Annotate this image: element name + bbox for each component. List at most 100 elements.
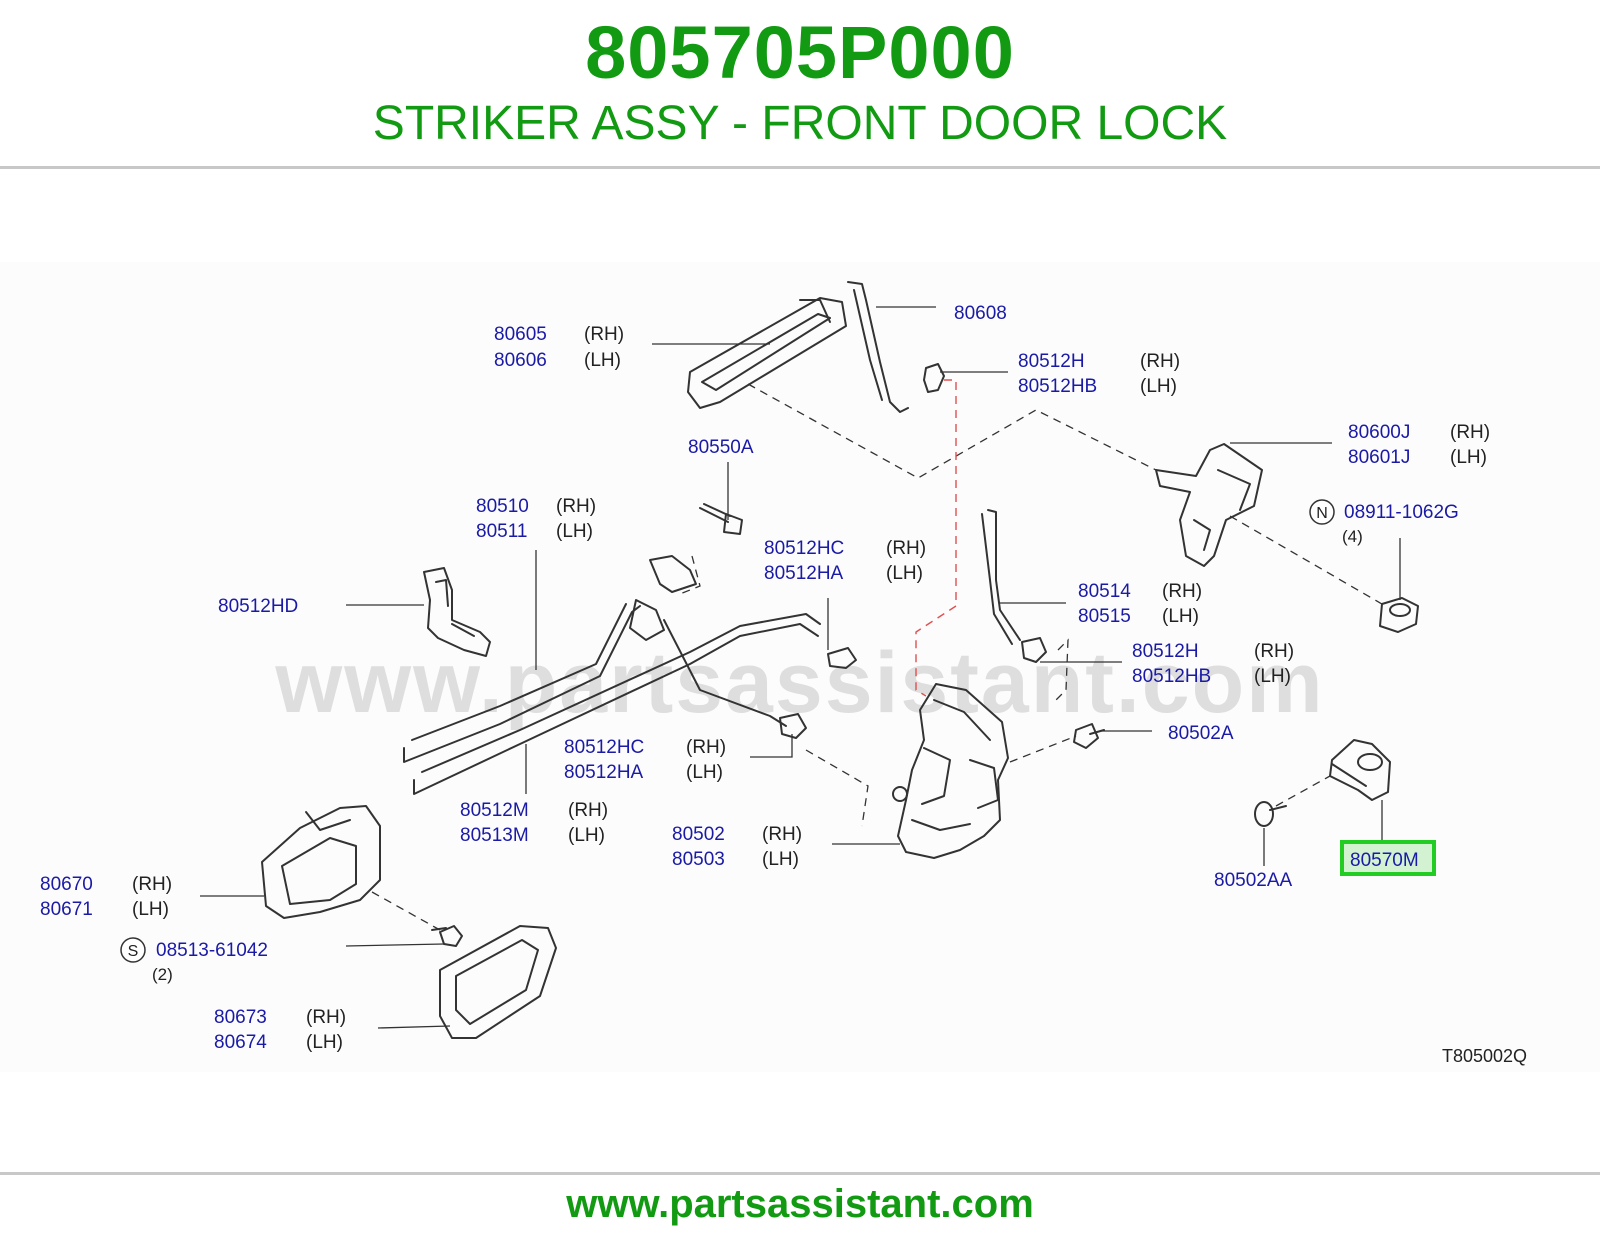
holder-80512HD-drawing <box>423 567 491 657</box>
side-rh-80502: (RH) <box>762 824 802 845</box>
callout-80512M[interactable]: 80512M <box>460 800 529 821</box>
clip-80512HC-top-drawing <box>827 647 857 669</box>
quantity-4: (4) <box>1342 527 1363 546</box>
side-lh-80513M: (LH) <box>568 825 605 846</box>
highlight-box-80570M <box>1340 840 1436 876</box>
nut-08911-drawing <box>1379 597 1419 633</box>
callout-80512HC-low[interactable]: 80512HC <box>564 737 644 758</box>
part-name-subtitle: STRIKER ASSY - FRONT DOOR LOCK <box>372 97 1228 150</box>
footer-divider <box>0 1172 1600 1175</box>
escutcheon-80673-drawing <box>439 925 557 1039</box>
callout-80673[interactable]: 80673 <box>214 1007 267 1028</box>
rod-80608-drawing <box>847 281 909 413</box>
screw-08513-drawing <box>431 925 463 947</box>
bracket-80600J-drawing <box>1155 443 1263 567</box>
clip-mid-drawing <box>1021 637 1047 663</box>
callout-80502[interactable]: 80502 <box>672 824 725 845</box>
callout-80606[interactable]: 80606 <box>494 350 547 371</box>
callout-80512H-top[interactable]: 80512H <box>1018 351 1085 372</box>
callout-80512HB-top[interactable]: 80512HB <box>1018 376 1097 397</box>
callout-80670[interactable]: 80670 <box>40 874 93 895</box>
callout-80502A[interactable]: 80502A <box>1168 723 1234 744</box>
rod-80512M-drawing <box>413 623 819 795</box>
callout-80512HA-top[interactable]: 80512HA <box>764 563 844 584</box>
footer-url[interactable]: www.partsassistant.com <box>566 1182 1034 1226</box>
rod-guide-drawing <box>649 555 697 593</box>
assembly-dashed-lines <box>371 383 1383 931</box>
marker-s-letter: S <box>128 943 139 960</box>
bolt-80550A-drawing <box>699 503 743 535</box>
drawing-code: T805002Q <box>1442 1046 1527 1066</box>
callout-80512HA-low[interactable]: 80512HA <box>564 762 644 783</box>
side-lh-80674: (LH) <box>306 1032 343 1053</box>
callout-80512H-mid[interactable]: 80512H <box>1132 641 1199 662</box>
callout-80512HC-top[interactable]: 80512HC <box>764 538 844 559</box>
side-lh-80512HB-mid: (LH) <box>1254 666 1291 687</box>
rod-80608-inner <box>853 289 883 401</box>
side-rh-80670: (RH) <box>132 874 172 895</box>
callout-80511[interactable]: 80511 <box>476 521 527 542</box>
rod-80510-inner <box>411 603 627 741</box>
rod-80512M-branch <box>663 619 787 727</box>
leader-lines <box>200 306 1401 1029</box>
rod-80514-drawing <box>987 509 1021 641</box>
side-rh-80600J: (RH) <box>1450 422 1490 443</box>
marker-s: S <box>120 937 146 963</box>
side-rh-80512HC-top: (RH) <box>886 538 926 559</box>
outside-handle-drawing <box>687 297 847 409</box>
side-rh-80512H-mid: (RH) <box>1254 641 1294 662</box>
callout-80512HB-mid[interactable]: 80512HB <box>1132 666 1211 687</box>
rod-80514-inner <box>981 513 1013 645</box>
striker-80570M-drawing <box>1329 739 1391 801</box>
callout-80550A[interactable]: 80550A <box>688 437 754 458</box>
side-rh-80512M: (RH) <box>568 800 608 821</box>
callout-80608[interactable]: 80608 <box>954 303 1007 324</box>
part-number-title: 805705P000 <box>585 11 1015 94</box>
callout-80512HD[interactable]: 80512HD <box>218 596 298 617</box>
side-lh-80512HB-top: (LH) <box>1140 376 1177 397</box>
callout-80513M[interactable]: 80513M <box>460 825 529 846</box>
inside-handle-drawing <box>261 805 381 919</box>
side-rh-80512H-top: (RH) <box>1140 351 1180 372</box>
side-lh-80503: (LH) <box>762 849 799 870</box>
callout-80570M[interactable]: 80570M <box>1350 850 1419 871</box>
side-rh-80510: (RH) <box>556 496 596 517</box>
side-lh-80515: (LH) <box>1162 606 1199 627</box>
rod-80510-drawing <box>403 605 641 763</box>
side-lh-80606: (LH) <box>584 350 621 371</box>
side-rh-80512HC-low: (RH) <box>686 737 726 758</box>
marker-n: N <box>1309 499 1335 525</box>
callout-80671[interactable]: 80671 <box>40 899 93 920</box>
header-divider <box>0 166 1600 169</box>
callout-80601J[interactable]: 80601J <box>1348 447 1410 468</box>
callout-80600J[interactable]: 80600J <box>1348 422 1410 443</box>
callout-80510[interactable]: 80510 <box>476 496 529 517</box>
side-lh-80512HA-low: (LH) <box>686 762 723 783</box>
side-lh-80512HA-top: (LH) <box>886 563 923 584</box>
side-rh-80514: (RH) <box>1162 581 1202 602</box>
callout-08911-1062G[interactable]: 08911-1062G <box>1344 502 1459 523</box>
side-lh-80671: (LH) <box>132 899 169 920</box>
diagram-area <box>0 262 1600 1072</box>
marker-n-letter: N <box>1316 505 1328 522</box>
rod-joint-drawing <box>629 599 665 641</box>
side-lh-80601J: (LH) <box>1450 447 1487 468</box>
door-lock-actuator-drawing <box>892 683 1009 859</box>
header: 805705P000 STRIKER ASSY - FRONT DOOR LOC… <box>0 0 1600 170</box>
screw-80502AA-drawing <box>1254 801 1287 827</box>
side-lh-80511: (LH) <box>556 521 593 542</box>
clip-top-drawing <box>923 363 945 393</box>
quantity-2: (2) <box>152 965 173 984</box>
callout-80605[interactable]: 80605 <box>494 324 547 345</box>
rod-80512M-inner <box>421 613 821 773</box>
callout-80502AA[interactable]: 80502AA <box>1214 870 1293 891</box>
callout-80503[interactable]: 80503 <box>672 849 725 870</box>
clip-80512HC-low-drawing <box>779 713 807 739</box>
side-rh-80605: (RH) <box>584 324 624 345</box>
callout-80514[interactable]: 80514 <box>1078 581 1131 602</box>
callout-08513-61042[interactable]: 08513-61042 <box>156 940 268 961</box>
callout-80674[interactable]: 80674 <box>214 1032 267 1053</box>
side-rh-80673: (RH) <box>306 1007 346 1028</box>
callout-80515[interactable]: 80515 <box>1078 606 1131 627</box>
